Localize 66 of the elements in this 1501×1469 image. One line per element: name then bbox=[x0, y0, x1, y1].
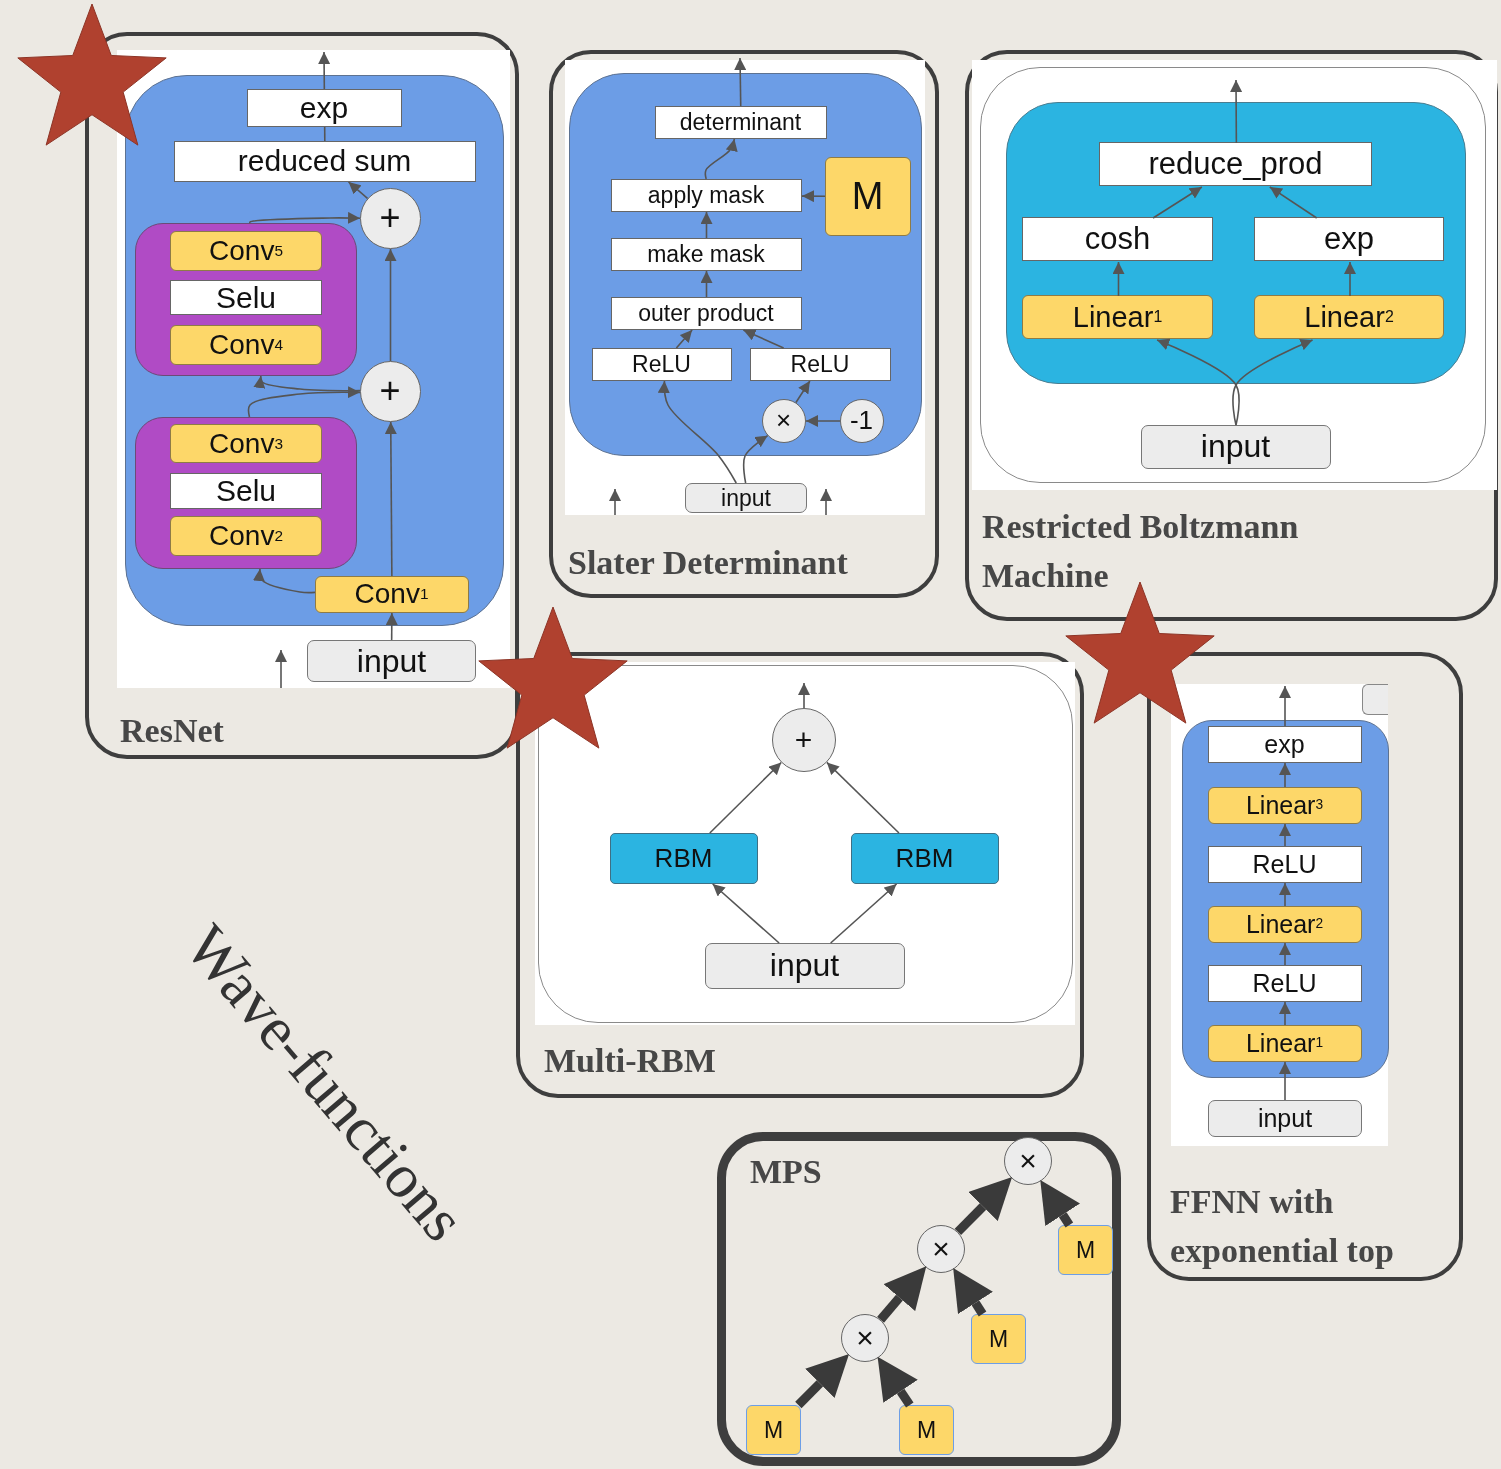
input-box: input bbox=[1140, 424, 1331, 469]
input-box: input bbox=[704, 942, 905, 989]
diagram-card bbox=[965, 50, 1498, 621]
input-box: input bbox=[307, 640, 476, 682]
outline-frame bbox=[980, 67, 1486, 483]
layer-box: RBM bbox=[609, 832, 758, 884]
layer-box: Linear$^{1}$ bbox=[1022, 295, 1213, 339]
network-block bbox=[125, 75, 504, 626]
operation-circle: × bbox=[841, 1314, 889, 1362]
layer-box: ReLU bbox=[1207, 845, 1362, 883]
operation-circle: + bbox=[359, 187, 421, 249]
layer-box: Linear$^{1}$ bbox=[1207, 1024, 1362, 1062]
network-block bbox=[1182, 720, 1389, 1078]
layer-box: Selu bbox=[170, 280, 322, 315]
operation-circle: -1 bbox=[839, 398, 884, 443]
operation-circle: × bbox=[917, 1225, 965, 1273]
diagram-card bbox=[1147, 652, 1463, 1281]
layer-box: exp bbox=[1207, 725, 1362, 763]
layer-box: reduced sum bbox=[173, 140, 476, 182]
layer-box: exp bbox=[246, 88, 402, 127]
layer-box: outer product bbox=[610, 296, 802, 330]
layer-box: Selu bbox=[170, 473, 322, 509]
layer-box: Conv$^{1}$ bbox=[314, 575, 469, 613]
matrix-box: M bbox=[899, 1405, 954, 1455]
layer-box: ReLU bbox=[749, 347, 891, 381]
layer-box: exp bbox=[1254, 217, 1444, 261]
layer-box: Linear$^{2}$ bbox=[1207, 905, 1362, 943]
card-title: Restricted Boltzmann Machine bbox=[982, 507, 1300, 597]
matrix-box: M bbox=[1058, 1225, 1113, 1275]
network-block bbox=[1005, 101, 1466, 384]
layer-box: M bbox=[824, 156, 911, 236]
card-title: FFNN with exponential top bbox=[1170, 1182, 1395, 1272]
input-box: input bbox=[685, 483, 807, 513]
residual-block bbox=[134, 416, 357, 569]
layer-box: Conv$^{3}$ bbox=[170, 424, 322, 463]
layer-box: ReLU bbox=[591, 347, 732, 381]
matrix-box: M bbox=[971, 1314, 1026, 1364]
card-title: ResNet bbox=[120, 711, 225, 751]
layer-box: reduce_prod bbox=[1099, 142, 1372, 186]
matrix-box: M bbox=[746, 1405, 801, 1455]
layer-box: apply mask bbox=[610, 178, 802, 212]
card-title: Multi-RBM bbox=[544, 1041, 717, 1081]
layer-box: Conv$^{4}$ bbox=[170, 325, 322, 365]
card-title: Slater Determinant bbox=[568, 543, 849, 583]
diagram-card bbox=[549, 50, 939, 598]
operation-circle: × bbox=[1004, 1137, 1052, 1185]
outline-frame bbox=[538, 665, 1073, 1023]
network-block bbox=[569, 73, 922, 456]
diagram-card bbox=[717, 1132, 1121, 1466]
layer-box: RBM bbox=[850, 832, 999, 884]
operation-circle: + bbox=[771, 707, 836, 772]
layer-box: Conv$^{5}$ bbox=[170, 231, 322, 271]
layer-box: determinant bbox=[654, 105, 827, 139]
layer-box: Conv$^{2}$ bbox=[170, 516, 322, 556]
diagram-card bbox=[85, 32, 519, 759]
layer-box: Linear$^{3}$ bbox=[1207, 786, 1362, 824]
layer-box: ReLU bbox=[1207, 964, 1362, 1002]
residual-block bbox=[134, 222, 357, 376]
diagram-card bbox=[516, 652, 1084, 1098]
layer-box: cosh bbox=[1022, 217, 1213, 261]
card-title: MPS bbox=[750, 1152, 823, 1192]
operation-circle: + bbox=[359, 360, 421, 422]
layer-box: make mask bbox=[610, 237, 802, 271]
operation-circle: × bbox=[761, 398, 806, 443]
layer-box: Linear$^{2}$ bbox=[1254, 295, 1444, 339]
input-box: input bbox=[1208, 1100, 1362, 1137]
